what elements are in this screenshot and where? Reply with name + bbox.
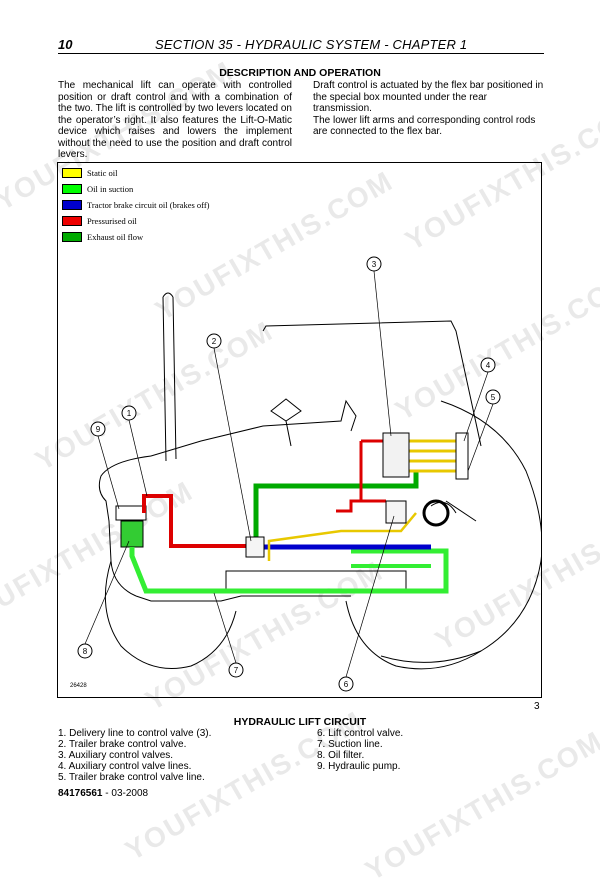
leader-line [373,270,392,437]
pressure-line [142,494,249,548]
static-oil-lines [401,439,461,473]
list-item: 8. Oil filter. [317,750,365,761]
legend-label: Static oil [87,168,118,178]
callout-label: 3 [372,260,377,269]
figure-number: 26428 [70,683,87,689]
tractor-circuit-drawing: 1 2 3 4 5 6 7 8 9 [77,256,541,692]
figure-caption-title: HYDRAULIC LIFT CIRCUIT [233,716,367,728]
leader-line [345,515,395,678]
caption-list-right: 6. Lift control valve. 7. Suction line. … [317,728,403,772]
body-lower [135,595,351,602]
right-paragraph-2: The lower lift arms and corresponding co… [313,114,536,138]
legend-swatch [62,216,82,226]
lower-housing [225,570,407,590]
right-paragraph-1: Draft control is actuated by the flex ba… [313,80,544,114]
front-wheel [104,560,237,669]
callout-label: 6 [344,680,349,689]
legend-label: Pressurised oil [87,216,137,226]
leader-line [84,540,130,645]
pump-body [115,505,147,521]
hood-outline [150,399,357,457]
lift-control-valve [385,500,407,524]
document-code-value: 84176561 [58,788,103,799]
callout-label: 9 [96,425,101,434]
list-item: 2. Trailer brake control valve. [58,739,187,750]
text-column-left: The mechanical lift can operate with con… [58,80,292,161]
callout-label: 5 [491,393,496,402]
auxiliary-line-coupler [455,432,469,480]
legend-label: Tractor brake circuit oil (brakes off) [87,200,210,210]
front-nose [98,455,152,597]
list-item: 7. Suction line. [317,739,383,750]
leader-line [467,403,494,472]
callout-label: 8 [83,647,88,656]
list-item: 4. Auxiliary control valve lines. [58,761,192,772]
lift-cylinder-ring [422,499,450,527]
callout-label: 2 [212,337,217,346]
cab-outline [262,320,482,447]
hydraulic-circuit-figure: Static oil Oil in suction Tractor brake … [57,162,542,698]
list-item: 9. Hydraulic pump. [317,761,401,772]
figure-reference: 3 [534,701,540,712]
pressure-line-upper [359,439,386,503]
exhaust-stack [162,292,177,462]
document-code: 84176561 - 03-2008 [58,788,148,799]
trailer-brake-valve [245,536,265,558]
legend-label: Oil in suction [87,184,134,194]
callout-label: 7 [234,666,239,675]
rear-fender [380,400,541,663]
static-oil-line-lower [267,512,417,561]
legend-swatch [62,168,82,178]
page-number: 10 [58,37,73,52]
list-item: 3. Auxiliary control valves. [58,750,174,761]
steering-wheel [270,398,302,447]
page-title: SECTION 35 - HYDRAULIC SYSTEM - CHAPTER … [155,37,468,52]
header-rule [58,53,544,54]
leader-line [213,347,252,542]
list-item: 6. Lift control valve. [317,728,404,739]
leader-line [97,435,120,510]
suction-line [129,547,449,594]
exhaust-line [253,471,419,539]
auxiliary-valve-block [382,432,410,478]
rear-wheel [345,600,482,670]
filter-body [120,520,144,548]
legend-swatch [62,184,82,194]
left-paragraph: The mechanical lift can operate with con… [58,80,292,160]
list-item: 5. Trailer brake control valve line. [58,772,205,783]
list-item: 1. Delivery line to control valve (3). [58,728,212,739]
document-date: 03-2008 [111,788,149,799]
caption-list-left: 1. Delivery line to control valve (3). 2… [58,728,211,783]
leader-line [463,371,489,442]
legend-swatch [62,200,82,210]
leader-line [128,419,148,497]
drawbar [430,500,477,522]
section-title: DESCRIPTION AND OPERATION [219,67,381,79]
callout-label: 4 [486,361,491,370]
legend-label: Exhaust oil flow [87,232,144,242]
footer-separator: - [102,788,112,799]
callout-label: 1 [127,409,132,418]
text-column-right: Draft control is actuated by the flex ba… [313,80,547,138]
legend-swatch [62,232,82,242]
leader-line [213,592,237,664]
